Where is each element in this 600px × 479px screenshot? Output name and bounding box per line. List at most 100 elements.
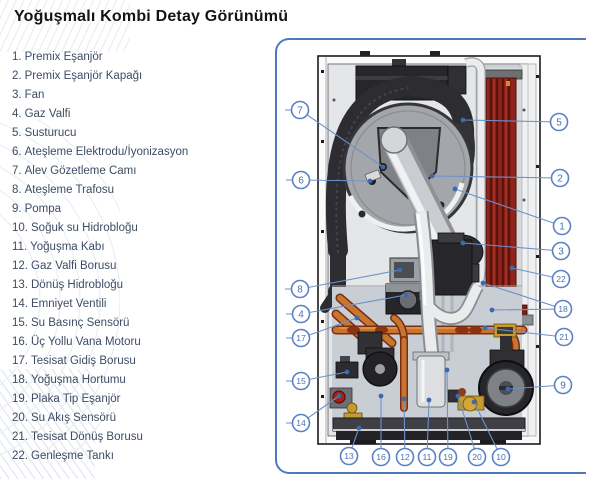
callout-12: 12 [395, 396, 415, 467]
boiler-diagram: 7 6 8 4 17 15 [285, 51, 574, 467]
part-label: Yoğuşma Kabı [30, 241, 105, 253]
svg-text:16: 16 [376, 452, 386, 462]
svg-text:17: 17 [296, 333, 306, 343]
part-number: 11. [12, 241, 28, 253]
parts-list: 1.Premix Eşanjör 2.Premix Eşanjör Kapağı… [12, 48, 188, 466]
part-label: Alev Gözetleme Camı [24, 165, 137, 177]
callouts: 7 6 8 4 17 15 [285, 100, 574, 467]
part-item: 8.Ateşleme Trafosu [12, 181, 188, 200]
part-label: Dönüş Hidrobloğu [31, 279, 124, 291]
part-label: Üç Yollu Vana Motoru [31, 336, 141, 348]
boiler-illustration [317, 51, 541, 445]
part-item: 12.Gaz Valfi Borusu [12, 257, 188, 276]
svg-text:21: 21 [559, 332, 569, 342]
part-label: Tesisat Gidiş Borusu [31, 355, 136, 367]
part-number: 4. [12, 108, 22, 120]
svg-text:12: 12 [400, 452, 410, 462]
svg-text:7: 7 [297, 106, 303, 117]
part-label: Plaka Tip Eşanjör [31, 393, 121, 405]
part-number: 2. [12, 70, 22, 82]
part-item: 20.Su Akış Sensörü [12, 409, 188, 428]
svg-text:2: 2 [557, 174, 563, 185]
part-number: 19. [12, 393, 28, 405]
part-number: 9. [12, 203, 22, 215]
page-title: Yoğuşmalı Kombi Detay Görünümü [14, 8, 289, 25]
callout-4: 4 [286, 292, 409, 324]
part-item: 11.Yoğuşma Kabı [12, 238, 188, 257]
part-label: Soğuk su Hidrobloğu [31, 222, 138, 234]
part-number: 8. [12, 184, 22, 196]
svg-text:1: 1 [559, 222, 565, 233]
part-label: Pompa [24, 203, 62, 215]
callout-2: 2 [429, 168, 570, 188]
part-number: 3. [12, 89, 22, 101]
part-number: 13. [12, 279, 28, 291]
part-item: 3.Fan [12, 86, 188, 105]
callout-19: 19 [438, 367, 458, 467]
part-item: 19.Plaka Tip Eşanjör [12, 390, 188, 409]
part-item: 4.Gaz Valfi [12, 105, 188, 124]
part-label: Emniyet Ventili [31, 298, 107, 310]
callout-8: 8 [285, 267, 403, 299]
part-label: Susturucu [24, 127, 77, 139]
three-way-valve-motor [357, 331, 398, 387]
part-number: 6. [12, 146, 22, 158]
part-number: 18. [12, 374, 28, 386]
part-item: 6.Ateşleme Elektrodu/İyonizasyon [12, 143, 188, 162]
part-item: 21.Tesisat Dönüş Borusu [12, 428, 188, 447]
svg-text:13: 13 [344, 451, 354, 461]
callout-18: 18 [480, 280, 573, 319]
svg-text:4: 4 [298, 310, 304, 321]
svg-text:6: 6 [298, 176, 304, 187]
part-number: 22. [12, 450, 28, 462]
part-item: 1.Premix Eşanjör [12, 48, 188, 67]
svg-text:19: 19 [443, 452, 453, 462]
callout-14: 14 [286, 393, 342, 433]
svg-text:9: 9 [560, 381, 566, 392]
part-item: 9.Pompa [12, 200, 188, 219]
part-number: 12. [12, 260, 28, 272]
part-number: 10. [12, 222, 28, 234]
part-number: 15. [12, 317, 28, 329]
part-label: Fan [24, 89, 45, 101]
part-label: Premix Eşanjör [24, 51, 103, 63]
part-label: Gaz Valfi [24, 108, 71, 120]
svg-text:8: 8 [297, 285, 303, 296]
svg-text:20: 20 [472, 452, 482, 462]
part-item: 17.Tesisat Gidiş Borusu [12, 352, 188, 371]
part-label: Su Basınç Sensörü [31, 317, 130, 329]
part-label: Ateşleme Trafosu [24, 184, 115, 196]
callout-5: 5 [460, 112, 569, 132]
part-label: Gaz Valfi Borusu [31, 260, 117, 272]
part-item: 22.Genleşme Tankı [12, 447, 188, 466]
callout-9: 9 [505, 375, 573, 395]
condensate-trap [412, 351, 450, 408]
part-item: 5.Susturucu [12, 124, 188, 143]
svg-text:5: 5 [556, 118, 562, 129]
part-item: 13.Dönüş Hidrobloğu [12, 276, 188, 295]
part-label: Genleşme Tankı [31, 450, 114, 462]
svg-text:18: 18 [558, 304, 568, 314]
part-item: 15.Su Basınç Sensörü [12, 314, 188, 333]
part-label: Tesisat Dönüş Borusu [31, 431, 143, 443]
svg-text:15: 15 [296, 376, 306, 386]
callout-22: 22 [509, 265, 571, 289]
part-label: Ateşleme Elektrodu/İyonizasyon [24, 146, 189, 158]
svg-text:10: 10 [496, 452, 506, 462]
callout-6: 6 [286, 170, 373, 190]
part-label: Su Akış Sensörü [31, 412, 117, 424]
part-item: 14.Emniyet Ventili [12, 295, 188, 314]
part-number: 1. [12, 51, 22, 63]
part-number: 17. [12, 355, 28, 367]
part-item: 7.Alev Gözetleme Camı [12, 162, 188, 181]
callout-3: 3 [460, 240, 571, 261]
callout-16: 16 [371, 393, 391, 467]
callout-15: 15 [286, 369, 350, 391]
part-number: 20. [12, 412, 28, 424]
part-number: 14. [12, 298, 28, 310]
part-item: 16.Üç Yollu Vana Motoru [12, 333, 188, 352]
callout-17: 17 [286, 315, 360, 348]
callout-11: 11 [417, 397, 437, 467]
callout-10: 10 [471, 399, 511, 467]
condensate-y-pipe [413, 211, 484, 357]
